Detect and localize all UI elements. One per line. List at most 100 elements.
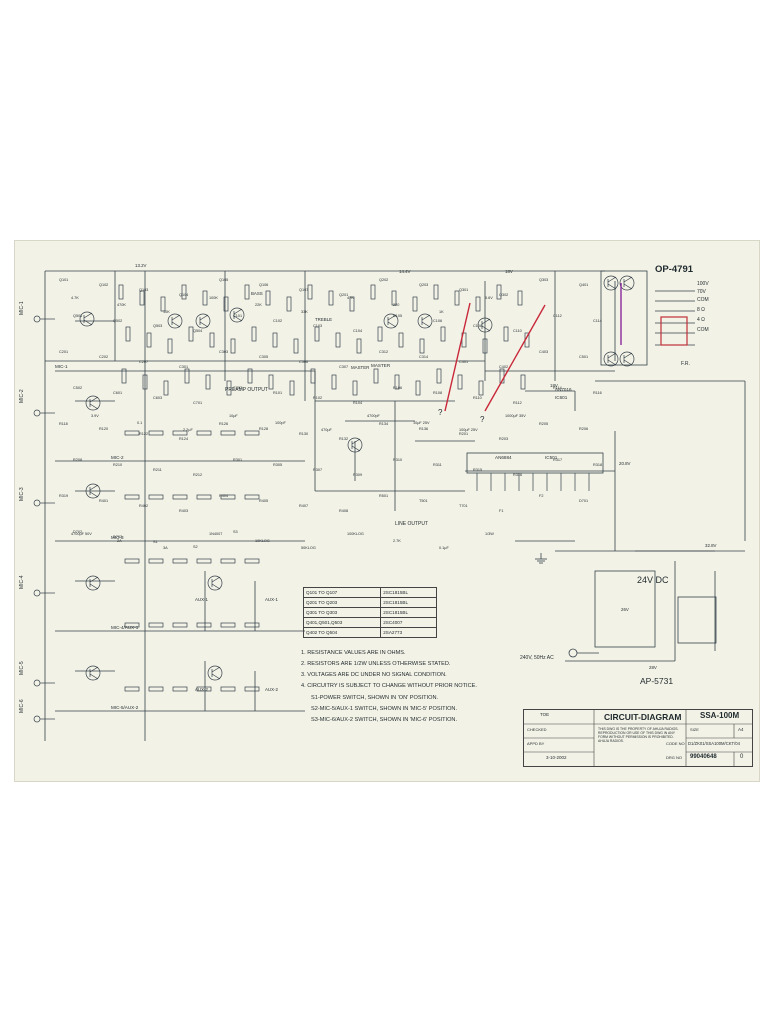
part-reference-label: R211: [153, 468, 162, 472]
input-label: MIC-5: [19, 661, 25, 675]
resistor-symbol: [352, 380, 358, 396]
transistor-symbol: [417, 313, 433, 329]
part-reference-label: R116: [593, 391, 602, 395]
component-value-label: 10KLOG: [255, 539, 270, 543]
revision: 0: [740, 754, 744, 760]
part-reference-label: Q106: [259, 283, 268, 287]
part-reference-label: C603: [153, 396, 162, 400]
control-label: MASTER: [351, 365, 369, 370]
part-reference-label: R110: [473, 396, 482, 400]
resistor-symbol: [209, 332, 215, 348]
resistor-symbol: [188, 326, 194, 342]
resistor-symbol: [457, 374, 463, 390]
part-reference-label: C502: [73, 386, 82, 390]
resistor-symbol: [184, 368, 190, 384]
component-value-label: 3A: [163, 546, 168, 550]
transistor-symbol: [229, 307, 245, 323]
part-reference-label: C112: [553, 314, 562, 318]
voltage-label: 26V: [621, 607, 629, 612]
bus-label: MIC-5/AUX-2: [111, 705, 139, 710]
resistor-symbol: [124, 494, 140, 500]
resistor-symbol: [391, 290, 397, 306]
component-value-label: 4700μF 50V: [71, 532, 92, 536]
resistor-symbol: [196, 622, 212, 628]
code-value: D1/ZK01/SSA100M/CKT/04: [688, 741, 740, 746]
part-reference-label: R108: [433, 391, 442, 395]
bridge-rectifier: [677, 596, 717, 644]
part-reference-label: R114: [553, 386, 562, 390]
part-reference-label: R408: [339, 509, 348, 513]
size-value: A4: [738, 727, 744, 732]
part-reference-label: Q102: [99, 283, 108, 287]
part-reference-label: R126: [219, 422, 228, 426]
part-reference-label: Q203: [419, 283, 428, 287]
input-jack-icon: [33, 715, 55, 723]
resistor-symbol: [265, 290, 271, 306]
resistor-symbol: [118, 284, 124, 300]
note-2: 2. RESISTORS ARE 1/2W UNLESS OTHERWISE S…: [301, 661, 451, 667]
resistor-symbol: [172, 494, 188, 500]
resistor-symbol: [124, 686, 140, 692]
part-reference-label: R307: [313, 468, 322, 472]
resistor-symbol: [419, 338, 425, 354]
resistor-symbol: [146, 332, 152, 348]
part-reference-label: R120: [99, 427, 108, 431]
ownership-notice: THIS DWG IS THE PROPERTY OF AHUJA RADIOS…: [598, 727, 679, 743]
transistor-symbol: [477, 317, 493, 333]
component-value-label: 2.2μF: [183, 428, 193, 432]
resistor-symbol: [517, 290, 523, 306]
part-reference-label: Q302: [499, 293, 508, 297]
part-reference-label: C101: [233, 314, 242, 318]
part-reference-label: C401: [459, 360, 468, 364]
input-jack-icon: [33, 315, 55, 323]
resistor-symbol: [226, 380, 232, 396]
part-reference-label: R106: [393, 386, 402, 390]
part-reference-label: D703: [113, 535, 122, 539]
part-reference-label: R205: [539, 422, 548, 426]
resistor-symbol: [247, 368, 253, 384]
transistor-symbol: [347, 437, 363, 453]
part-reference-label: R405: [259, 499, 268, 503]
part-reference-label: C201: [59, 350, 68, 354]
resistor-symbol: [172, 558, 188, 564]
part-reference-label: C110: [513, 329, 522, 333]
ic-label: IC501: [545, 455, 558, 460]
part-reference-label: R132: [339, 437, 348, 441]
part-reference-label: R208: [73, 458, 82, 462]
transistor-symbol: [603, 351, 619, 367]
part-reference-label: C103: [313, 324, 322, 328]
part-reference-label: Q401: [579, 283, 588, 287]
transistor-refs: Q101 TO Q107: [302, 587, 382, 598]
part-reference-label: R404: [219, 494, 228, 498]
part-reference-label: R319: [59, 494, 68, 498]
ap-label: AP-5731: [640, 676, 673, 686]
component-value-label: 4.7K: [71, 296, 79, 300]
resistor-symbol: [196, 494, 212, 500]
aux-label: AUX-1: [265, 597, 278, 602]
part-reference-label: R118: [59, 422, 68, 426]
part-reference-label: F2: [539, 494, 543, 498]
component-value-label: 100KLOG: [347, 532, 364, 536]
component-value-label: 10μF: [229, 414, 238, 418]
part-reference-label: Q101: [59, 278, 68, 282]
voltage-label: 20.8V: [619, 461, 631, 466]
resistor-symbol: [499, 368, 505, 384]
voltage-label: 18V: [505, 269, 513, 274]
part-reference-label: R210: [113, 463, 122, 467]
component-value-label: 100pF: [275, 421, 286, 425]
component-value-label: 47K: [347, 296, 354, 300]
preamp-output-label: PREAMP OUTPUT: [225, 387, 268, 393]
resistor-symbol: [293, 338, 299, 354]
transistor-type: 2SC1815BL: [380, 587, 437, 598]
ic-label: AN7016: [555, 387, 572, 392]
resistor-symbol: [440, 326, 446, 342]
input-label: MIC-1: [19, 301, 25, 315]
resistor-symbol: [244, 686, 260, 692]
bus-label: MIC-2: [111, 455, 124, 460]
resistor-symbol: [272, 332, 278, 348]
resistor-symbol: [139, 290, 145, 306]
transistor-symbol: [79, 311, 95, 327]
resistor-symbol: [230, 338, 236, 354]
